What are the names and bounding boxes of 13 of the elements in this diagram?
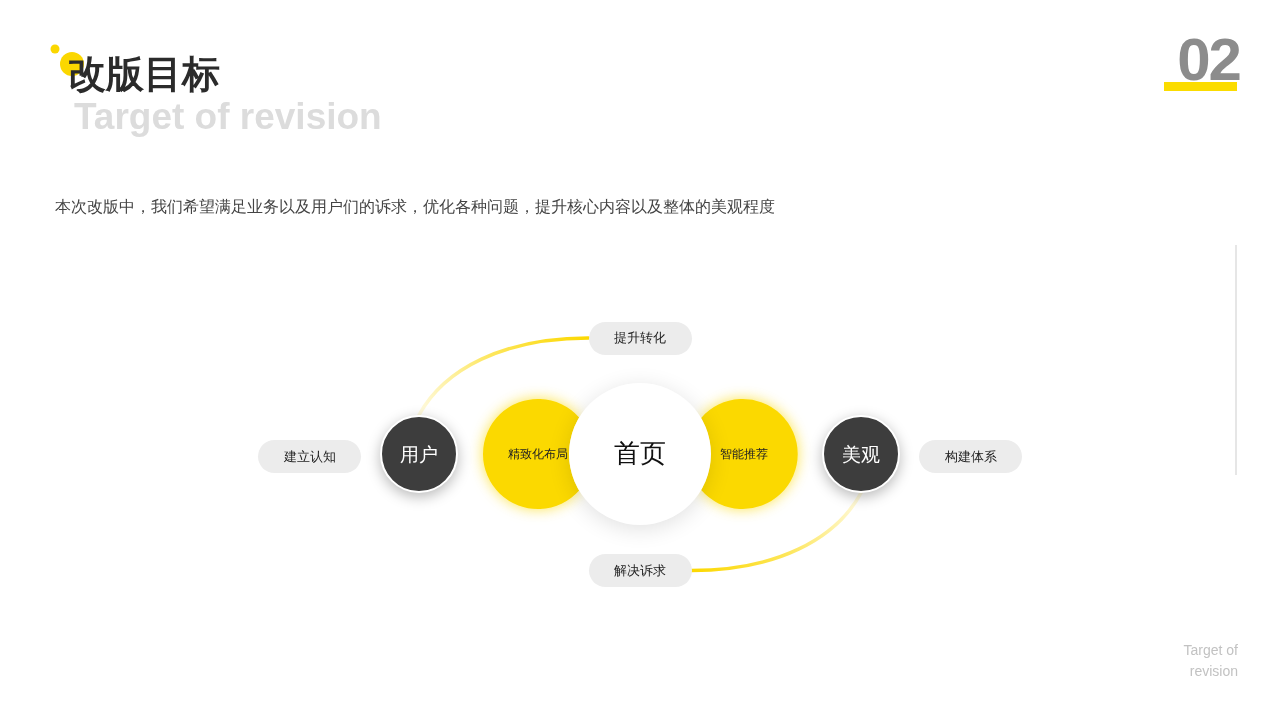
- arc-connector: [417, 336, 591, 417]
- corner-text: Target of revision: [1182, 641, 1238, 681]
- circle-node: 美观: [822, 415, 900, 493]
- intro-text: 本次改版中，我们希望满足业务以及用户们的诉求，优化各种问题，提升核心内容以及整体的美观程度: [55, 196, 775, 218]
- page-number: 02: [1177, 38, 1240, 82]
- circle-node: 用户: [380, 415, 458, 493]
- title: 改版目标: [68, 53, 220, 95]
- tag-pill: 解决诉求: [588, 554, 692, 587]
- tag-pill: 构建体系: [919, 440, 1022, 473]
- center-circle: 首页: [569, 383, 711, 525]
- tag-pill: 提升转化: [588, 321, 692, 355]
- tag-pill: 建立认知: [258, 440, 361, 473]
- arc-connector: [689, 491, 863, 573]
